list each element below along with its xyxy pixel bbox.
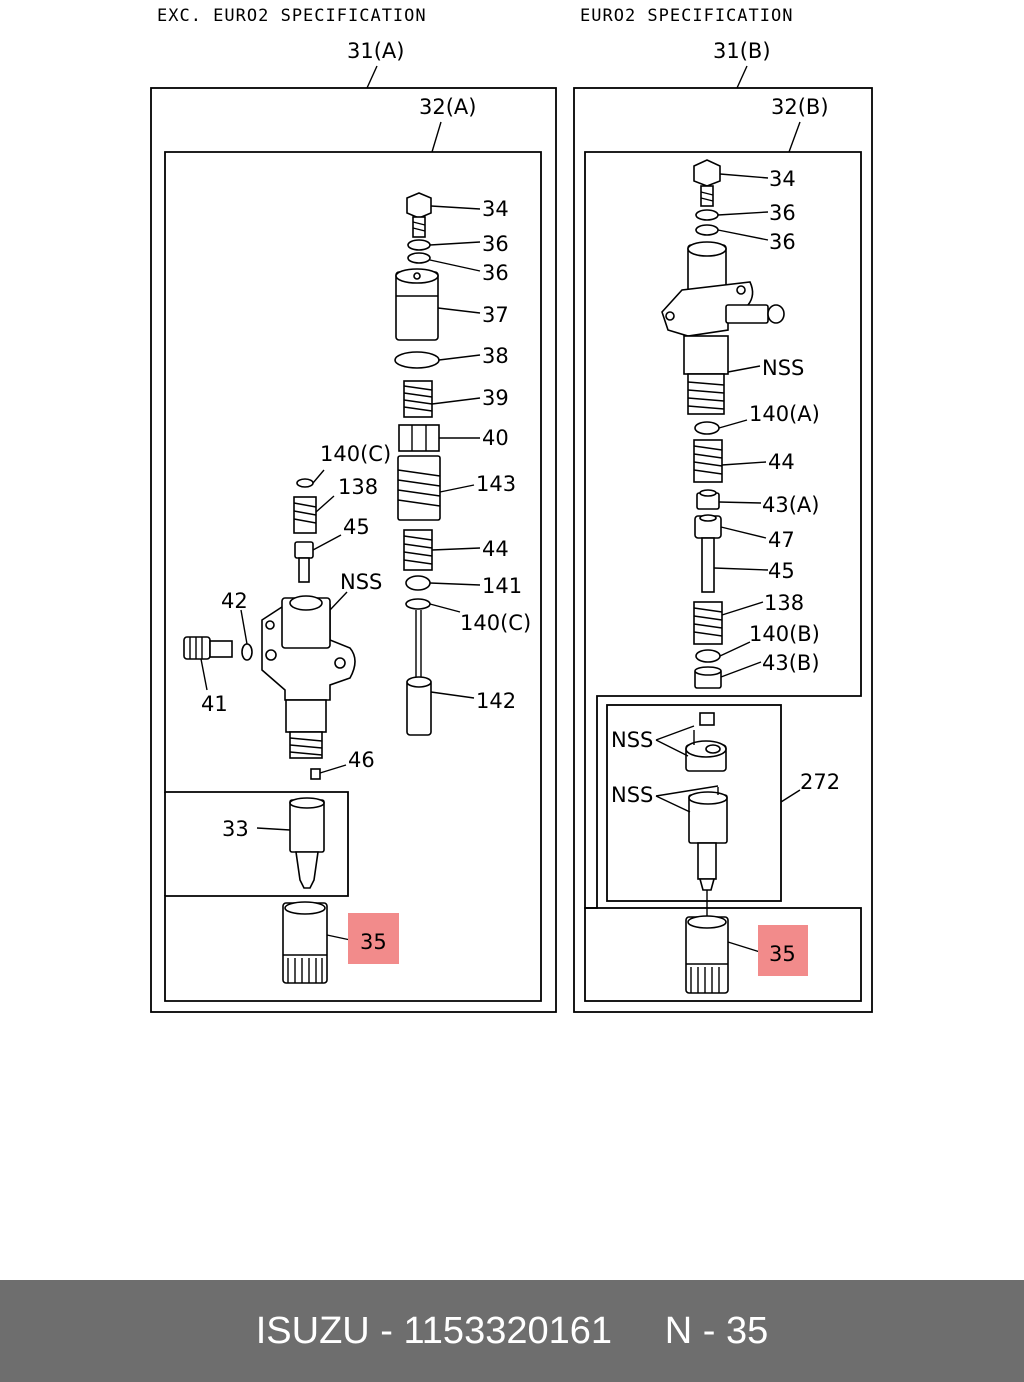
label-right-10: 140(B) [749,622,820,646]
part-oring-38 [394,351,440,369]
parts-diagram: EXC. EURO2 SPECIFICATION EURO2 SPECIFICA… [150,6,873,1013]
part-spring-138-left [293,496,317,534]
part-nozzle-272 [688,787,728,891]
label-right-13: NSS [611,783,653,807]
label-right-subassembly: 32(B) [771,95,829,119]
label-left-11: 142 [476,689,516,713]
right-assembly: 31(B) 32(B) [573,39,873,1013]
frame-right-bottom [584,907,862,1002]
part-washer-140c-right [405,598,431,610]
label-right-4: 140(A) [749,402,820,426]
label-left-assembly: 31(A) [347,39,404,63]
label-left-6: 40 [482,426,509,450]
part-washer-140c-left [296,478,314,488]
part-pin-142 [406,610,432,736]
label-right-8: 45 [768,559,795,583]
label-left-16: 42 [221,589,248,613]
part-cap-nut-37 [395,268,439,341]
highlight-35-left [348,913,399,964]
label-right-6: 43(A) [762,493,819,517]
part-spring-138-right [693,601,723,645]
label-right-7: 47 [768,528,795,552]
part-washer-36a [407,239,431,251]
part-retaining-nut-35-right [685,915,729,994]
part-bolt-34-right [693,159,721,207]
label-right-5: 44 [768,450,795,474]
part-nozzle-spacer [685,730,727,772]
part-injector-holder-nss-right [661,241,785,415]
label-left-12: 140(C) [320,442,391,466]
label-left-9: 141 [482,574,522,598]
left-assembly: 31(A) 32(A) [150,39,557,1013]
part-pin-46 [310,768,321,780]
highlight-35-right [758,925,808,976]
label-left-1: 36 [482,232,509,256]
part-nozzle-33 [289,797,325,889]
part-rod-45-left [294,541,314,583]
part-seat-141 [405,575,431,591]
frame-left-outer [150,87,557,1013]
header-right: EURO2 SPECIFICATION [580,6,793,26]
label-left-subassembly: 32(A) [419,95,476,119]
label-left-4: 38 [482,344,509,368]
label-left-8: 44 [482,537,509,561]
label-right-11: 43(B) [762,651,820,675]
part-spring-39 [403,380,433,418]
label-right-2: 36 [769,230,796,254]
part-washer-36a-right [695,209,719,221]
label-right-0: 34 [769,167,796,191]
frame-right-outer [573,87,873,1013]
part-washer-140a [694,421,720,435]
part-nut-40 [398,424,440,452]
part-washer-36b [407,252,431,264]
label-left-19: 33 [222,817,249,841]
label-right-15: 35 [769,942,796,966]
label-left-10: 140(C) [460,611,531,635]
label-left-5: 39 [482,386,509,410]
label-left-2: 36 [482,261,509,285]
part-injector-holder-nss [261,595,356,759]
part-retaining-nut-35-left [282,901,328,984]
label-right-14: 272 [800,770,840,794]
part-bolt-34 [406,192,432,238]
part-spring-44-left [403,529,433,571]
label-right-assembly: 31(B) [713,39,771,63]
part-seat-43b [694,666,722,689]
label-right-1: 36 [769,201,796,225]
frame-right-272 [606,704,782,902]
footer-part-number: ISUZU - 1153320161 N - 35 [255,1309,769,1352]
part-rod-45-47 [694,514,722,593]
part-washer-42 [241,643,253,661]
label-right-9: 138 [764,591,804,615]
label-left-15: NSS [340,570,382,594]
label-left-14: 45 [343,515,370,539]
label-left-20: 35 [360,930,387,954]
part-fitting-41 [183,636,233,660]
header-left: EXC. EURO2 SPECIFICATION [157,6,427,26]
label-right-3: NSS [762,356,804,380]
part-spring-44-right [693,439,723,483]
part-seat-43a [696,489,720,510]
label-left-18: 46 [348,748,375,772]
part-body-143 [397,455,441,521]
label-left-13: 138 [338,475,378,499]
part-nozzle-pin [699,712,715,726]
footer-bar: ISUZU - 1153320161 N - 35 [0,1280,1024,1382]
label-left-0: 34 [482,197,509,221]
part-washer-36b-right [695,224,719,236]
label-left-17: 41 [201,692,228,716]
label-left-3: 37 [482,303,509,327]
label-right-12: NSS [611,728,653,752]
part-washer-140b [695,649,721,663]
label-left-7: 143 [476,472,516,496]
